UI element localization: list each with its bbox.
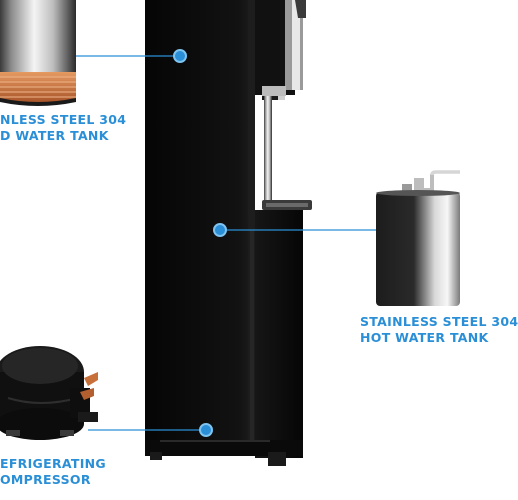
cold-tank-label-line2: D WATER TANK [0,128,109,143]
compressor-label-line2: OMPRESSOR [0,472,91,487]
callout-lines [76,55,376,431]
refrigerating-compressor [0,346,98,440]
callout-dots [173,49,227,437]
cold-tank-label: NLESS STEEL 304 D WATER TANK [0,112,126,144]
hot-tank-label-line2: HOT WATER TANK [360,330,489,345]
compressor-label: EFRIGERATING OMPRESSOR [0,456,106,488]
hot-tank-label: STAINLESS STEEL 304 HOT WATER TANK [360,314,518,346]
cold-water-tank [0,0,76,106]
hot-tank-label-line1: STAINLESS STEEL 304 [360,314,518,329]
dispenser-cabinet [145,0,312,466]
cold-tank-label-line1: NLESS STEEL 304 [0,112,127,127]
hot-water-tank [376,170,460,306]
compressor-label-line1: EFRIGERATING [0,456,106,471]
product-illustration [0,0,460,466]
